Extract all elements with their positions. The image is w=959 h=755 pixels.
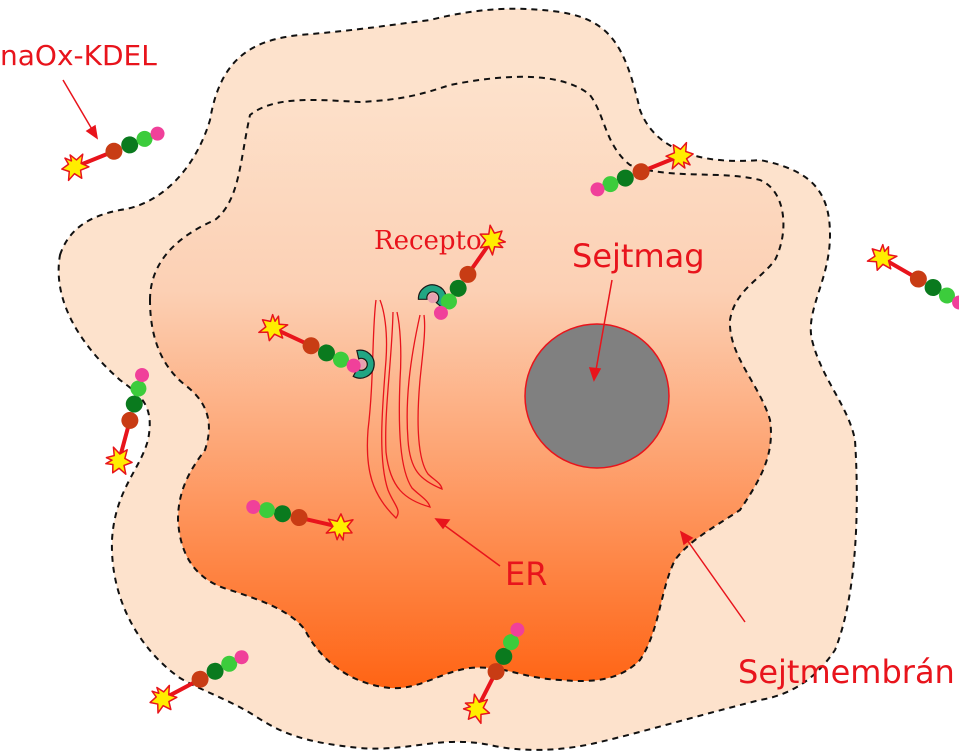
receptor-label: Recepto <box>374 226 482 256</box>
label-arrows <box>62 79 746 623</box>
probe-label: naOx-KDEL <box>0 39 157 72</box>
inner-cell-membrane <box>148 75 785 690</box>
membrane-label: Sejtmembrán <box>738 653 955 691</box>
fluorescent-probe-icon <box>864 240 959 317</box>
nucleus <box>524 323 670 469</box>
fluorescent-probe-icon <box>58 119 169 184</box>
nucleus-label: Sejtmag <box>572 237 705 275</box>
endoplasmic-reticulum <box>366 299 443 519</box>
er-label: ER <box>505 555 547 593</box>
